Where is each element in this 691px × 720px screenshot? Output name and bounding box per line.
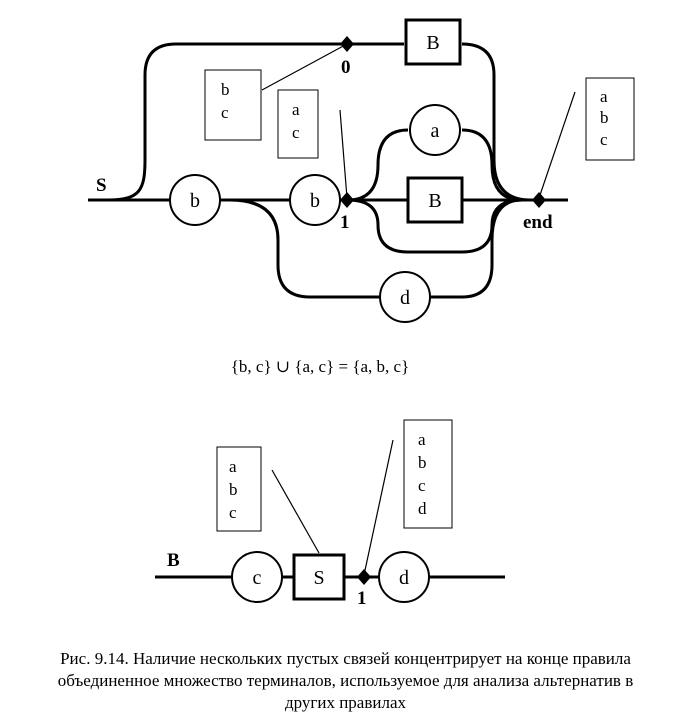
diagram-s: b b a d B B S 0 1 end b c a c a b c	[88, 18, 635, 323]
b-set-abc-item-2: c	[229, 503, 237, 522]
s-set-abc-item-0: a	[600, 87, 608, 106]
s-set-ac-box	[277, 89, 319, 159]
s-rule-label: S	[96, 175, 107, 196]
figure-caption: Рис. 9.14. Наличие нескольких пустых свя…	[0, 648, 691, 714]
s-node-b1-label: b	[190, 190, 200, 212]
s-node-d-label: d	[400, 287, 410, 309]
s-set-bc-item-1: c	[221, 103, 229, 122]
s-set-bc-pointer	[261, 43, 348, 91]
b-node-S-label: S	[313, 567, 324, 589]
b-set-abc-box	[216, 446, 262, 532]
s-junction-1-diamond	[340, 192, 354, 208]
b-set-abcd-item-2: c	[418, 476, 426, 495]
b-set-abcd-box	[403, 419, 453, 529]
b-node-d	[378, 551, 430, 603]
caption-line-2: объединенное множество терминалов, испол…	[57, 671, 634, 690]
s-set-abc-item-2: c	[600, 130, 608, 149]
b-set-abc-item-1: b	[229, 480, 238, 499]
s-node-a	[409, 104, 461, 156]
s-d-branch-return	[430, 198, 523, 299]
b-set-abcd-item-0: a	[418, 430, 426, 449]
b-junction-1-label: 1	[357, 588, 367, 609]
s-node-B-mid-label: B	[428, 190, 441, 212]
s-empty-branch-line	[347, 198, 523, 254]
s-set-abc-item-1: b	[600, 108, 609, 127]
union-formula: {b, c} ∪ {a, c} = {a, b, c}	[231, 357, 410, 376]
b-node-c-label: c	[253, 567, 262, 589]
s-node-B-mid	[406, 176, 464, 224]
caption-line-1: Рис. 9.14. Наличие нескольких пустых свя…	[60, 649, 631, 668]
s-set-abc-pointer	[538, 91, 576, 199]
s-set-bc-box	[204, 69, 262, 141]
s-set-ac-item-0: a	[292, 100, 300, 119]
s-node-d	[379, 271, 431, 323]
b-node-d-label: d	[399, 567, 409, 589]
s-node-B-top	[404, 18, 462, 66]
s-a-branch-line	[347, 128, 409, 202]
s-junction-0-label: 0	[341, 57, 351, 78]
b-junction-1-diamond	[357, 569, 371, 585]
b-set-abcd-pointer	[363, 439, 394, 576]
s-top-branch-return	[461, 42, 531, 202]
b-node-c	[231, 551, 283, 603]
s-top-branch-line	[107, 42, 404, 202]
s-node-B-top-label: B	[426, 32, 439, 54]
s-set-abc-box	[585, 77, 635, 161]
b-node-S	[292, 553, 346, 601]
s-junction-end-diamond	[532, 192, 546, 208]
diagram-b: c S d 1 B a b c a b c d	[155, 419, 505, 609]
s-set-bc-item-0: b	[221, 80, 230, 99]
caption-line-3: других правилах	[284, 693, 407, 712]
b-set-abcd-item-1: b	[418, 453, 427, 472]
b-rule-label: B	[167, 550, 180, 571]
s-node-b1	[169, 174, 221, 226]
s-node-a-label: a	[431, 120, 440, 142]
s-junction-end-label: end	[523, 212, 553, 233]
b-set-abcd-item-3: d	[418, 499, 427, 518]
s-set-ac-pointer	[339, 109, 348, 199]
s-d-branch-line	[229, 198, 380, 299]
s-set-ac-item-1: c	[292, 123, 300, 142]
s-node-b2-label: b	[310, 190, 320, 212]
b-set-abc-pointer	[271, 469, 320, 554]
s-junction-1-label: 1	[340, 212, 350, 233]
b-set-abc-item-0: a	[229, 457, 237, 476]
s-a-branch-return	[461, 128, 523, 202]
